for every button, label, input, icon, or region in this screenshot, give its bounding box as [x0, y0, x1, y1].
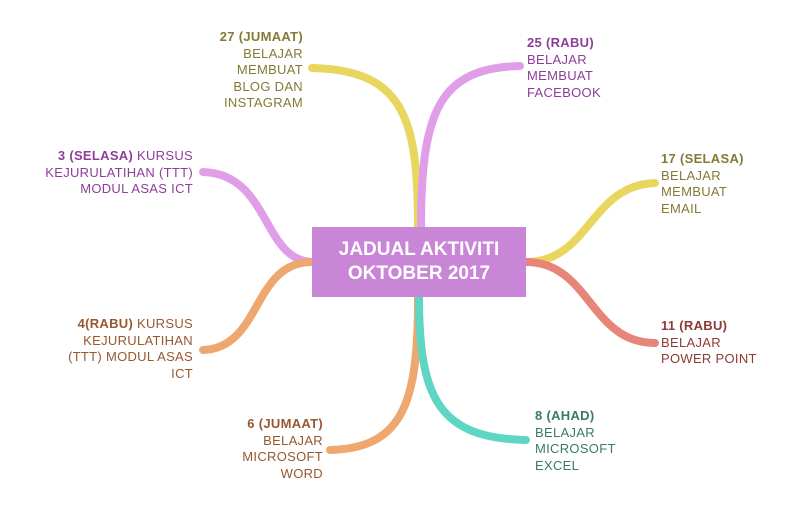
node-date: 6 (JUMAAT) [247, 416, 323, 431]
node-text: KEJURULATIHAN (TTT) [45, 164, 193, 180]
node-date: 27 (JUMAAT) [219, 29, 303, 44]
node-text: INSTAGRAM [223, 95, 303, 110]
central-topic[interactable]: JADUAL AKTIVITI OKTOBER 2017 [312, 227, 526, 297]
node-date: 8 (AHAD) [535, 408, 595, 423]
node-text: MICROSOFT [242, 449, 323, 464]
node-text: BLOG DAN [233, 78, 303, 94]
branch-11-rabu [522, 258, 659, 347]
node-text: KURSUS [133, 148, 193, 163]
node-date: 25 (RABU) [527, 35, 594, 50]
node-8-ahad[interactable]: 8 (AHAD) BELAJAR MICROSOFT EXCEL [535, 408, 616, 474]
node-text: BELAJAR [263, 432, 323, 448]
node-text: MEMBUAT [527, 68, 594, 83]
node-11-rabu[interactable]: 11 (RABU) BELAJAR POWER POINT [661, 318, 757, 368]
node-text: BELAJAR [527, 51, 587, 67]
node-text: BELAJAR [661, 167, 721, 183]
branch-17-selasa [522, 179, 659, 266]
node-text: MODUL ASAS ICT [80, 181, 193, 196]
node-6-jumaat[interactable]: 6 (JUMAAT) BELAJAR MICROSOFT WORD [242, 416, 323, 482]
node-4-rabu[interactable]: 4(RABU) KURSUS KEJURULATIHAN (TTT) MODUL… [68, 316, 193, 382]
node-date: 4(RABU) [77, 316, 134, 331]
node-date: 17 (SELASA) [661, 151, 744, 166]
center-title-line2: OKTOBER 2017 [347, 263, 491, 284]
node-text: POWER POINT [661, 351, 757, 366]
center-title-line1: JADUAL AKTIVITI [338, 239, 500, 260]
branch-6-jumaat [326, 293, 422, 454]
node-text: WORD [280, 465, 323, 481]
branch-8-ahad [415, 293, 530, 444]
node-text: BELAJAR [243, 45, 303, 61]
node-text: BELAJAR [661, 334, 721, 350]
branch-25-rabu [417, 62, 524, 232]
node-text: EMAIL [661, 200, 702, 216]
branch-27-jumaat [308, 64, 422, 232]
node-text: KURSUS [133, 316, 193, 331]
node-text: BELAJAR [535, 424, 595, 440]
node-text: MICROSOFT [535, 441, 616, 456]
node-17-selasa[interactable]: 17 (SELASA) BELAJAR MEMBUAT EMAIL [661, 151, 744, 217]
node-27-jumaat[interactable]: 27 (JUMAAT) BELAJAR MEMBUAT BLOG DAN INS… [220, 29, 303, 112]
node-25-rabu[interactable]: 25 (RABU) BELAJAR MEMBUAT FACEBOOK [527, 35, 601, 101]
node-text: MEMBUAT [236, 62, 303, 77]
node-3-selasa[interactable]: 3 (SELASA) KURSUS KEJURULATIHAN (TTT) MO… [45, 148, 193, 198]
branch-3-selasa [199, 168, 316, 266]
node-text: FACEBOOK [527, 84, 601, 100]
node-text: ICT [171, 365, 193, 381]
node-text: MEMBUAT [661, 184, 728, 199]
node-text: EXCEL [535, 457, 580, 473]
branch-4-rabu [199, 258, 316, 354]
node-text: (TTT) MODUL ASAS [68, 349, 193, 364]
node-date: 11 (RABU) [661, 318, 728, 333]
node-text: KEJURULATIHAN [83, 332, 193, 348]
node-date: 3 (SELASA) [57, 148, 134, 163]
